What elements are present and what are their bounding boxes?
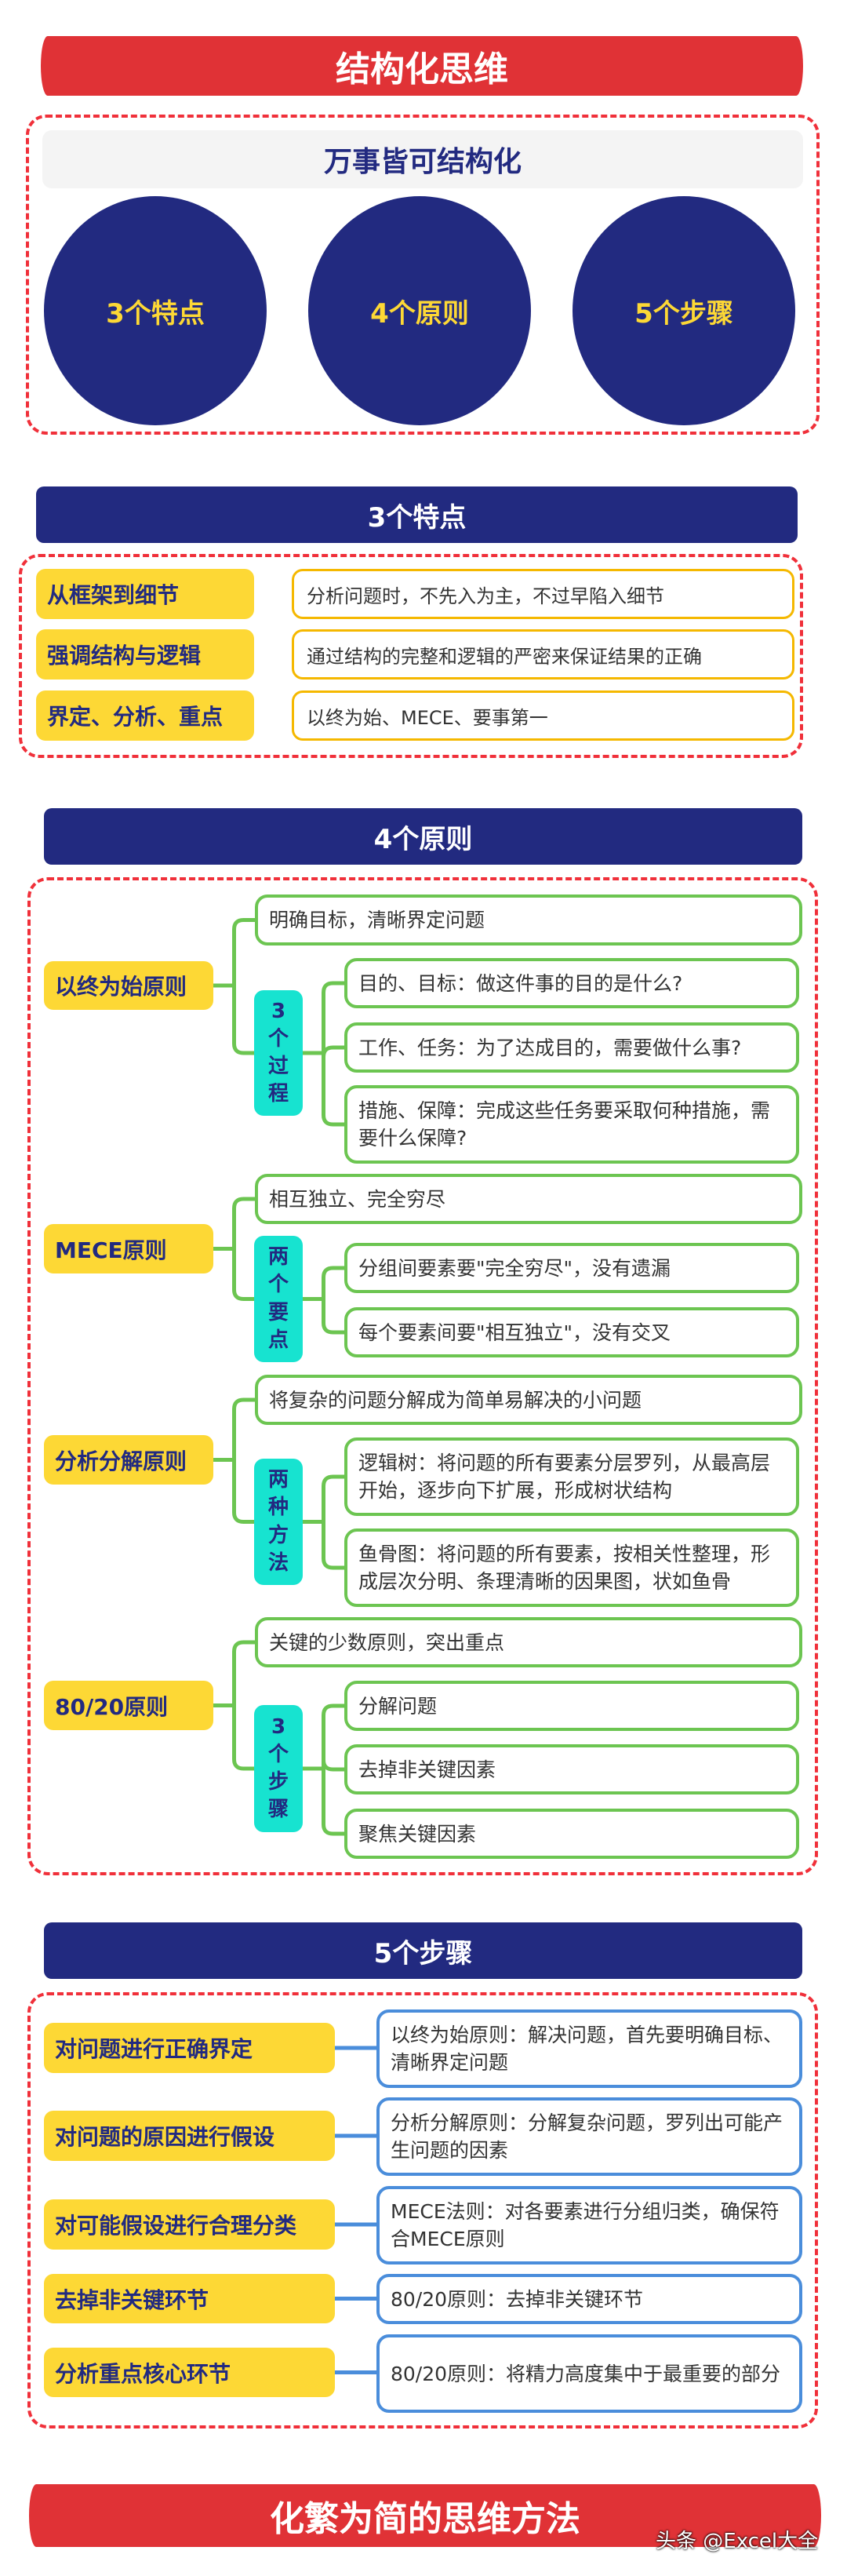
principle-group-tag: 3 个步骤 <box>254 1705 303 1832</box>
watermark-text: 头条 @Excel大全 <box>656 2530 819 2553</box>
principle-sub-item: 鱼骨图：将问题的所有要素，按相关性整理，形成层次分明、条理清晰的因果图，状如鱼骨 <box>344 1528 799 1607</box>
step-label: 对可能假设进行合理分类 <box>44 2199 335 2250</box>
principle-summary: 关键的少数原则，突出重点 <box>255 1617 802 1667</box>
circle-features: 3个特点 <box>44 196 267 425</box>
connector-line <box>322 1474 344 1522</box>
features-box <box>19 554 803 758</box>
principle-sub-item: 聚焦关键因素 <box>344 1809 799 1859</box>
principle-group-tag: 3 个过程 <box>254 990 303 1116</box>
principle-summary: 将复杂的问题分解成为简单易解决的小问题 <box>255 1375 802 1425</box>
connector-line <box>232 1197 255 1249</box>
principles-header: 4个原则 <box>44 808 802 865</box>
connector-line <box>232 918 255 986</box>
circle-principles: 4个原则 <box>308 196 531 425</box>
tag-char: 方 <box>267 1523 289 1547</box>
principle-sub-item: 目的、目标：做这件事的目的是什么? <box>344 958 799 1008</box>
tag-char: 点 <box>267 1328 289 1352</box>
principle-sub-item: 每个要素间要"相互独立"，没有交叉 <box>344 1307 799 1357</box>
tag-char: 个 <box>267 1273 289 1297</box>
step-text: 80/20原则：将精力高度集中于最重要的部分 <box>376 2334 802 2413</box>
tag-char: 种 <box>267 1496 289 1520</box>
features-header: 3个特点 <box>36 486 798 543</box>
tag-char: 要 <box>267 1300 289 1324</box>
step-text: MECE法则：对各要素进行分组归类，确保符合MECE原则 <box>376 2186 802 2264</box>
connector-line <box>322 1299 344 1335</box>
connector-line <box>232 1459 254 1524</box>
tag-char: 程 <box>267 1082 289 1106</box>
tag-char: 个 <box>267 1742 289 1766</box>
principle-label: MECE原则 <box>44 1224 213 1273</box>
footer-banner: 化繁为简的思维方法 <box>29 2484 821 2547</box>
tag-char: 两 <box>267 1468 289 1492</box>
connector-line <box>232 986 254 1055</box>
feature-text: 以终为始、MECE、要事第一 <box>292 690 794 741</box>
step-label: 对问题进行正确界定 <box>44 2023 335 2073</box>
steps-box <box>27 1992 818 2428</box>
principle-group-tag: 两种方法 <box>254 1459 303 1585</box>
connector-line <box>232 1705 254 1771</box>
feature-text: 分析问题时，不先入为主，不过早陷入细节 <box>292 569 794 619</box>
principle-sub-item: 逻辑树：将问题的所有要素分层罗列，从最高层开始，逐步向下扩展，形成树状结构 <box>344 1437 799 1516</box>
tag-char: 个 <box>267 1026 289 1051</box>
step-label: 去掉非关键环节 <box>44 2274 335 2323</box>
connector-line <box>322 981 344 1053</box>
principle-label: 80/20原则 <box>44 1681 213 1730</box>
tag-char: 3 <box>271 1714 286 1739</box>
tag-char: 骤 <box>267 1798 289 1822</box>
connector-line <box>232 1397 255 1460</box>
circle-steps: 5个步骤 <box>573 196 795 425</box>
principle-sub-item: 分解问题 <box>344 1681 799 1731</box>
principle-sub-item: 分组间要素要"完全穷尽"，没有遗漏 <box>344 1243 799 1293</box>
connector-line <box>322 1703 344 1769</box>
connector-line <box>232 1248 254 1301</box>
principle-sub-item: 工作、任务：为了达成目的，需要做什么事? <box>344 1022 799 1073</box>
feature-label: 从框架到细节 <box>36 569 254 619</box>
feature-label: 界定、分析、重点 <box>36 690 254 741</box>
principle-sub-item: 措施、保障：完成这些任务要采取何种措施，需要什么保障? <box>344 1085 799 1164</box>
tag-char: 两 <box>267 1245 289 1270</box>
connector-line <box>322 1759 344 1772</box>
tag-char: 3 <box>271 999 286 1023</box>
principles-box <box>27 877 818 1875</box>
overview-heading: 万事皆可结构化 <box>42 130 803 188</box>
principle-group-tag: 两个要点 <box>254 1236 303 1362</box>
step-label: 对问题的原因进行假设 <box>44 2111 335 2161</box>
feature-label: 强调结构与逻辑 <box>36 629 254 680</box>
tag-char: 步 <box>267 1770 289 1794</box>
steps-header: 5个步骤 <box>44 1922 802 1979</box>
principle-label: 以终为始原则 <box>44 961 213 1010</box>
step-text: 分析分解原则：分解复杂问题，罗列出可能产生问题的因素 <box>376 2097 802 2176</box>
principle-sub-item: 去掉非关键因素 <box>344 1744 799 1794</box>
principle-label: 分析分解原则 <box>44 1435 213 1485</box>
overview-box <box>26 115 820 435</box>
connector-line <box>322 1521 344 1570</box>
tag-char: 法 <box>267 1550 289 1575</box>
step-text: 80/20原则：去掉非关键环节 <box>376 2274 802 2324</box>
feature-text: 通过结构的完整和逻辑的严密来保证结果的正确 <box>292 629 794 680</box>
connector-line <box>322 1053 344 1127</box>
principle-summary: 明确目标，清晰界定问题 <box>255 894 802 946</box>
step-label: 分析重点核心环节 <box>44 2348 335 2397</box>
principle-summary: 相互独立、完全穷尽 <box>255 1174 802 1224</box>
step-text: 以终为始原则：解决问题，首先要明确目标、清晰界定问题 <box>376 2009 802 2088</box>
connector-line <box>322 1769 344 1836</box>
title-banner: 结构化思维 <box>41 36 803 96</box>
tag-char: 过 <box>267 1055 289 1078</box>
connector-line <box>322 1266 344 1299</box>
connector-line <box>232 1640 255 1706</box>
